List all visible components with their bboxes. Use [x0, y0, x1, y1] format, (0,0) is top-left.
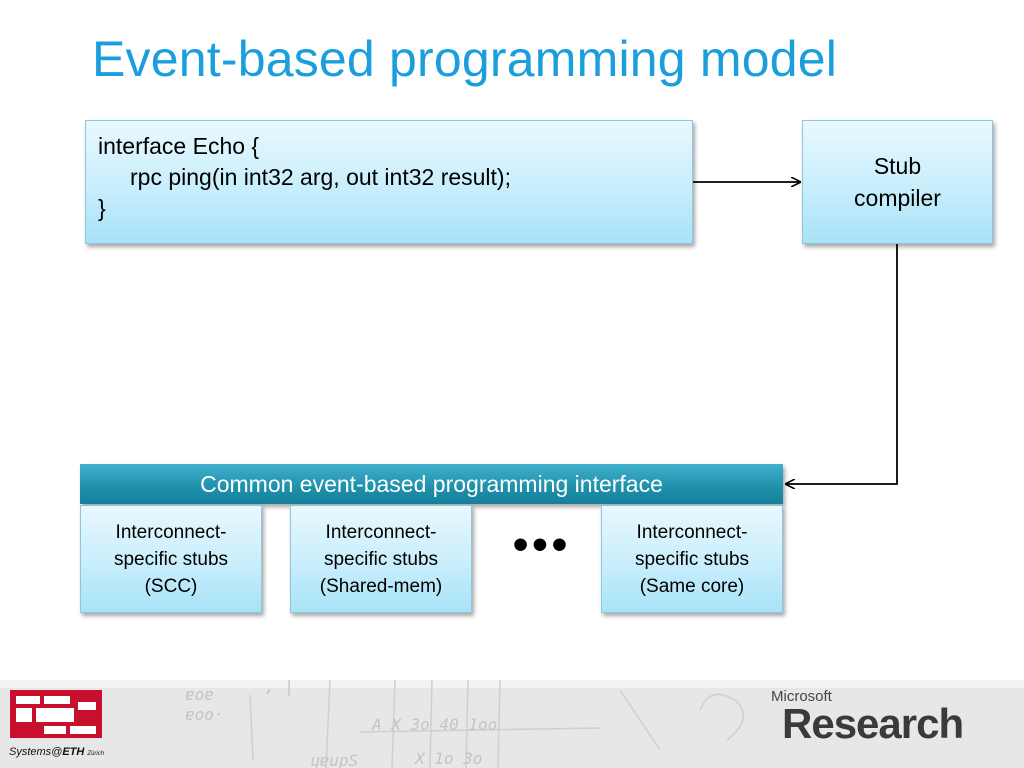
stub-compiler-label-line1: Stub	[873, 153, 922, 179]
stub-samecore-line3: (Same core)	[639, 575, 745, 597]
eth-name: ETH	[62, 746, 85, 758]
svg-text:X 1o 3o: X 1o 3o	[414, 749, 482, 768]
arrow-compiler-to-interface	[786, 244, 898, 484]
stub-compiler-box: Stub compiler	[802, 120, 993, 244]
svg-text:, |: , |	[265, 680, 294, 696]
slide-title: Event-based programming model	[92, 31, 838, 87]
ellipsis: •••	[512, 520, 572, 569]
microsoft-wordmark: Microsoft	[771, 688, 832, 705]
interface-definition-box: interface Echo { rpc ping(in int32 arg, …	[85, 120, 693, 244]
stub-sharedmem-line1: Interconnect-	[325, 521, 437, 543]
code-line-rpc: rpc ping(in int32 arg, out int32 result)…	[130, 164, 511, 190]
svg-text:ɥɐupS: ɥɐupS	[310, 751, 358, 768]
research-wordmark: Research	[782, 700, 964, 747]
footer-scribbles: ɐoɐ ɐoo· A X 3o 40 1oo X 1o 3o ɥɐupS , |	[185, 680, 744, 768]
stub-sharedmem-line3: (Shared-mem)	[319, 575, 443, 597]
stub-scc-line3: (SCC)	[144, 575, 198, 597]
stub-samecore-line2: specific stubs	[634, 548, 750, 570]
footer-banner: ɐoɐ ɐoo· A X 3o 40 1oo X 1o 3o ɥɐupS , |	[0, 680, 1024, 768]
code-line-close: }	[98, 195, 106, 221]
footer-stripe	[0, 680, 1024, 688]
eth-systems-logo-icon	[10, 690, 102, 738]
svg-text:A X 3o 40 1oo: A X 3o 40 1oo	[371, 715, 497, 734]
common-interface-bar: Common event-based programming interface	[80, 464, 783, 504]
eth-suffix: Zürich	[87, 751, 105, 757]
svg-text:ɐoɐ: ɐoɐ	[185, 685, 214, 704]
stub-samecore-line1: Interconnect-	[636, 521, 748, 543]
code-line-interface: interface Echo {	[98, 133, 260, 159]
stub-sharedmem-line2: specific stubs	[323, 548, 439, 570]
stub-box-same-core: Interconnect- specific stubs (Same core)	[601, 505, 783, 613]
eth-caption: Systems@ETH Zürich	[9, 746, 104, 758]
stub-scc-line2: specific stubs	[113, 548, 229, 570]
stub-box-scc: Interconnect- specific stubs (SCC)	[80, 505, 262, 613]
eth-prefix: Systems@	[9, 746, 63, 758]
svg-text:ɐoo·: ɐoo·	[185, 705, 224, 724]
stub-compiler-label-line2: compiler	[854, 185, 941, 211]
stub-scc-line1: Interconnect-	[115, 521, 227, 543]
stub-box-shared-mem: Interconnect- specific stubs (Shared-mem…	[290, 505, 472, 613]
